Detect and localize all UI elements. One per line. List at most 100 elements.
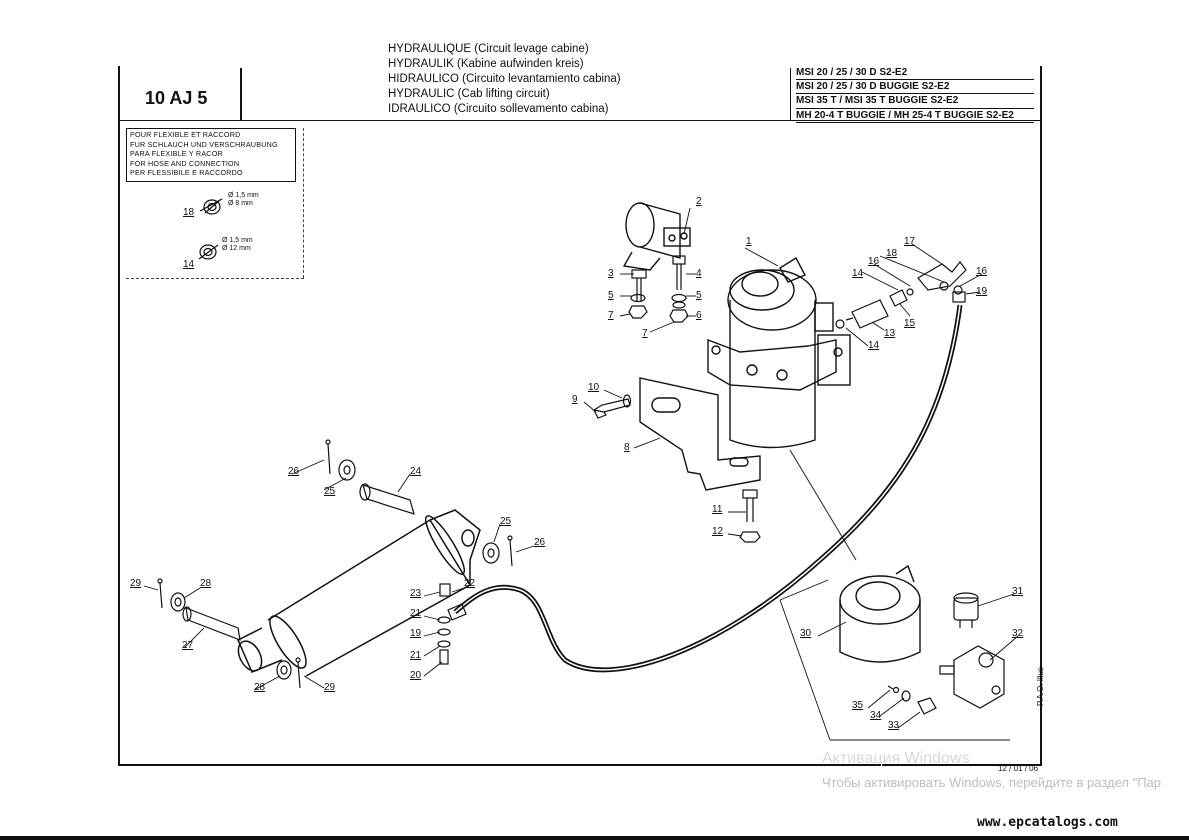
union-15	[889, 288, 914, 307]
illus-credit: P.A.O. Illus	[1036, 667, 1045, 706]
part-label-21a: 21	[410, 608, 422, 619]
part-label-13: 13	[884, 328, 896, 339]
hydraulic-hose-inner	[454, 304, 961, 671]
bolt-11	[742, 489, 758, 522]
part-label-4: 4	[696, 268, 702, 279]
part-label-22: 22	[464, 578, 476, 589]
note-line: FUR SCHLAUCH UND VERSCHRAUBUNG	[130, 139, 278, 149]
note-line: POUR FLEXIBLE ET RACCORD	[130, 130, 241, 139]
part-label-20: 20	[410, 670, 422, 681]
part-label-24: 24	[410, 466, 422, 477]
site-url[interactable]: www.epcatalogs.com	[977, 815, 1118, 830]
model-line: MSI 20 / 25 / 30 D BUGGIE S2-E2	[796, 80, 1034, 95]
part-label-7b: 7	[642, 328, 648, 339]
elbow-17	[917, 261, 967, 291]
spec-14-line2: Ø 12 mm	[222, 245, 251, 252]
title-en: HYDRAULIC (Cab lifting circuit)	[388, 88, 550, 100]
part-label-29b: 29	[324, 682, 336, 693]
leader-lines	[143, 207, 1019, 729]
note-line: FOR HOSE AND CONNECTION	[130, 158, 240, 168]
washer-10	[622, 394, 632, 408]
spec-14-line1: Ø 1,5 mm	[222, 237, 253, 244]
bolt-3	[631, 269, 647, 302]
note-label-18: 18	[183, 207, 195, 218]
spec-18-line2: Ø 8 mm	[228, 200, 253, 207]
model-line: MSI 20 / 25 / 30 D S2-E2	[796, 66, 1034, 81]
solenoid-valve	[622, 202, 691, 271]
part-label-31: 31	[1012, 586, 1024, 597]
washer-5a	[630, 293, 646, 303]
seal-ring-14-icon	[198, 244, 219, 260]
ring-16b	[953, 285, 963, 295]
lift-cylinder	[237, 509, 481, 677]
part-label-14b: 14	[868, 340, 880, 351]
part-label-18: 18	[886, 248, 898, 259]
hydraulic-pump-unit	[707, 257, 851, 449]
part-label-6: 6	[696, 310, 702, 321]
model-list: MSI 20 / 25 / 30 D S2-E2 MSI 20 / 25 / 3…	[796, 66, 1034, 123]
part-label-11: 11	[712, 504, 723, 515]
part-label-25a: 25	[324, 486, 336, 497]
mounting-bracket	[639, 377, 761, 491]
part-label-16b: 16	[976, 266, 988, 277]
nut-12	[739, 531, 761, 543]
header-rule	[118, 120, 1040, 121]
valve-block-32	[939, 645, 1005, 709]
note-dash-horizontal	[126, 278, 304, 279]
part-label-9: 9	[572, 394, 578, 405]
ring-14b	[835, 319, 845, 329]
nut-7a	[628, 305, 648, 319]
part-label-27: 27	[182, 640, 194, 651]
hose-note-box	[126, 128, 296, 182]
part-label-2: 2	[696, 196, 702, 207]
split-pins-26-29	[157, 439, 513, 689]
title-it: IDRAULICO (Circuito sollevamento cabina)	[388, 103, 609, 115]
drawing-frame	[118, 66, 1042, 766]
part-label-28b: 28	[254, 682, 266, 693]
part-label-23: 23	[410, 588, 422, 599]
title-fr: HYDRAULIQUE (Circuit levage cabine)	[388, 43, 589, 55]
models-box	[790, 68, 1039, 120]
pin-27	[182, 606, 241, 641]
fittings-19-23	[437, 583, 467, 665]
part-label-33: 33	[888, 720, 900, 731]
part-label-26a: 26	[288, 466, 300, 477]
part-label-26b: 26	[534, 537, 546, 548]
part-label-10: 10	[588, 382, 600, 393]
pin-24	[359, 483, 415, 515]
part-label-16a: 16	[868, 256, 880, 267]
note-line: PARA FLEXIBLE Y RACOR	[130, 149, 223, 159]
part-label-25b: 25	[500, 516, 512, 527]
drawing-date: 12 / 01 / 06	[998, 764, 1039, 773]
part-label-15: 15	[904, 318, 916, 329]
part-label-7a: 7	[608, 310, 614, 321]
part-label-8: 8	[624, 442, 630, 453]
part-label-3: 3	[608, 268, 614, 279]
hose-end-19	[952, 291, 966, 303]
part-label-5b: 5	[696, 290, 702, 301]
model-line: MH 20-4 T BUGGIE / MH 25-4 T BUGGIE S2-E…	[796, 109, 1034, 123]
part-label-19b: 19	[410, 628, 422, 639]
page-code: 10 AJ 5	[145, 88, 208, 108]
part-label-21b: 21	[410, 650, 422, 661]
spec-18-line1: Ø 1,5 mm	[228, 192, 259, 199]
washer-6	[672, 301, 686, 309]
part-label-12: 12	[712, 526, 724, 537]
bolt-4	[672, 255, 686, 290]
cap-31	[953, 592, 979, 628]
code-box	[120, 68, 242, 120]
fitting-13	[845, 299, 889, 329]
part-label-19a: 19	[976, 286, 988, 297]
washer-5b	[671, 293, 687, 303]
hose-note: POUR FLEXIBLE ET RACCORD FUR SCHLAUCH UN…	[130, 130, 278, 178]
part-label-28a: 28	[200, 578, 212, 589]
filter-cap-30	[839, 564, 921, 663]
part-label-5a: 5	[608, 290, 614, 301]
bottom-bar	[0, 836, 1189, 840]
part-label-32: 32	[1012, 628, 1024, 639]
note-label-14: 14	[183, 259, 195, 270]
part-label-35: 35	[852, 700, 864, 711]
activation-watermark-text: Чтобы активировать Windows, перейдите в …	[822, 775, 1162, 790]
note-line: PER FLESSIBILE E RACCORDO	[130, 168, 243, 178]
